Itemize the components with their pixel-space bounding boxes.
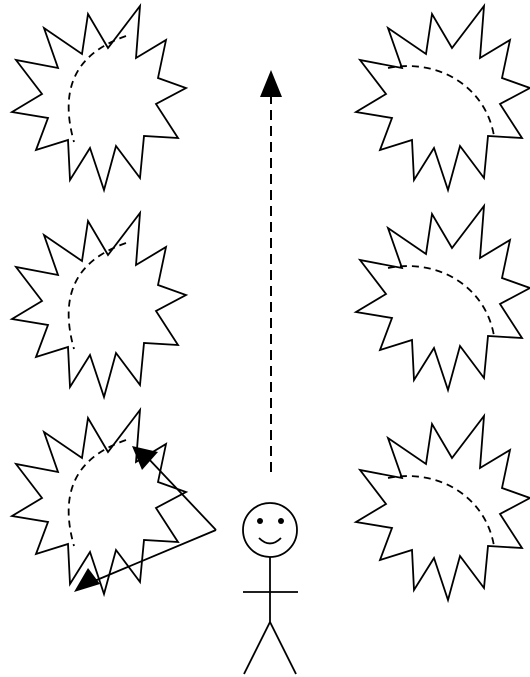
starburst-left-top [12,6,186,190]
starburst-right-bottom [356,416,530,600]
dashed-arc-right-middle [388,266,494,336]
dashed-arc-left-top [69,36,126,142]
dashed-arc-right-top [388,66,494,136]
dashed-vertical-arrow [260,70,282,472]
starburst-right-top [356,6,530,190]
stick-figure-right-eye [278,518,284,524]
stick-figure [243,503,298,674]
starburst-right-middle [356,206,530,390]
dashed-arc-right-bottom [388,476,494,546]
starburst-left-middle [12,213,186,397]
dashed-arc-left-bottom [69,440,126,546]
stick-figure-left-leg [244,622,270,674]
starburst-left-bottom [12,410,186,594]
stick-figure-smile [259,538,281,544]
arrowhead-up-icon [260,70,282,97]
stick-figure-left-eye [257,518,263,524]
stick-figure-right-leg [270,622,296,674]
stick-figure-head [243,503,297,557]
dashed-arc-left-middle [69,243,126,349]
